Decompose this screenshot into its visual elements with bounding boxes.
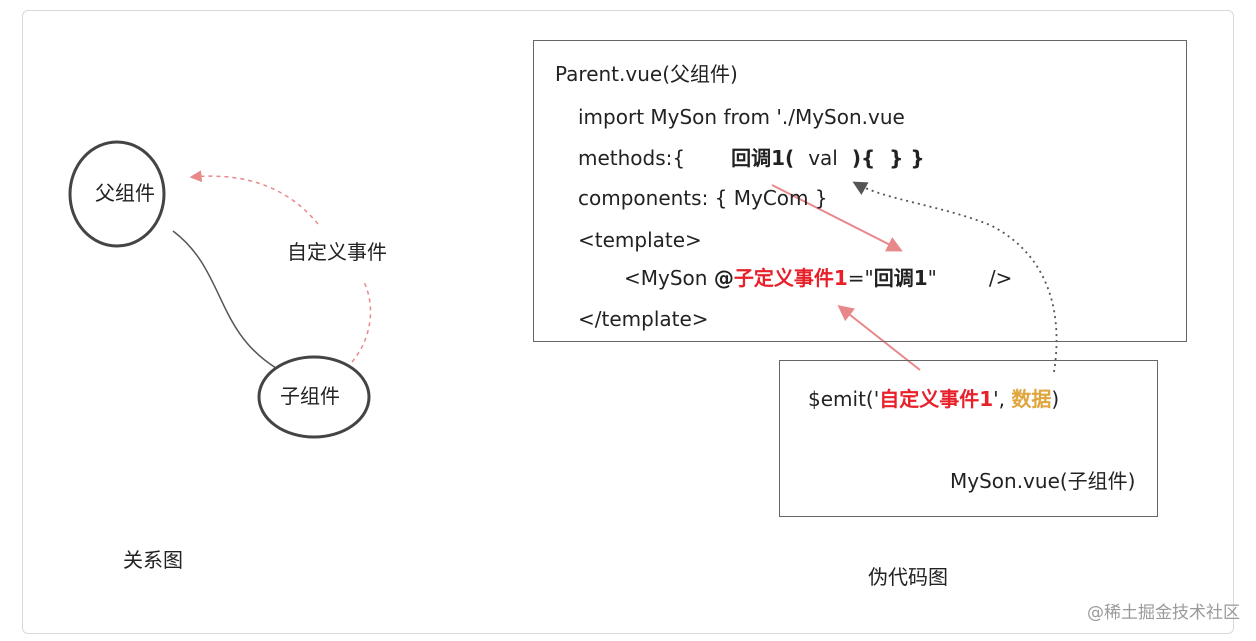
child-node-label: 子组件 [280,384,340,408]
child-box-title: MySon.vue(子组件) [950,469,1136,493]
template-close-line: </template> [578,307,709,331]
methods-callback: 回调1( [731,146,795,170]
watermark: @稀土掘金技术社区 [1087,603,1240,623]
emit-data: 数据 [1011,387,1052,411]
callback-binding-arrow [771,184,903,252]
methods-prefix: methods:{ [578,146,686,170]
myson-prefix: <MySon [624,266,714,290]
emit-event-arrow [837,305,921,371]
event-arrow-upper [189,170,319,225]
myson-end: /> [988,266,1013,290]
emit-prefix: $emit(' [808,387,880,411]
parent-node-circle [68,140,166,248]
myson-callback: 回调1 [873,266,928,290]
myson-line: <MySon @子定义事件1="回调1" /> [624,266,1012,290]
myson-close-quote: " [927,266,937,290]
methods-line: methods:{ 回调1( val ){ } } [578,146,925,170]
myson-at: @ [713,266,734,290]
myson-eq: =" [847,266,874,290]
child-code-box [779,360,1158,517]
emit-line: $emit('自定义事件1', 数据) [808,387,1059,411]
parent-node-label: 父组件 [95,181,155,205]
pseudo-code-caption: 伪代码图 [868,565,948,589]
event-label: 自定义事件 [287,240,387,264]
figure-frame [22,10,1234,634]
emit-event-name: 自定义事件1 [879,387,994,411]
parent-box-title: Parent.vue(父组件) [555,62,738,86]
child-node-circle [257,355,371,439]
methods-suffix: ){ } } [851,146,925,170]
emit-suffix: ) [1051,387,1060,411]
parent-child-link [172,230,277,369]
relation-diagram-caption: 关系图 [123,548,183,572]
parent-code-box [533,40,1187,342]
event-arrow-lower [351,279,372,363]
template-open-line: <template> [578,228,702,252]
import-line: import MySon from './MySon.vue [578,105,905,129]
methods-param: val [808,146,838,170]
emit-mid: ', [993,387,1012,411]
components-line: components: { MyCom } [578,186,828,210]
myson-event-name: 子定义事件1 [733,266,848,290]
